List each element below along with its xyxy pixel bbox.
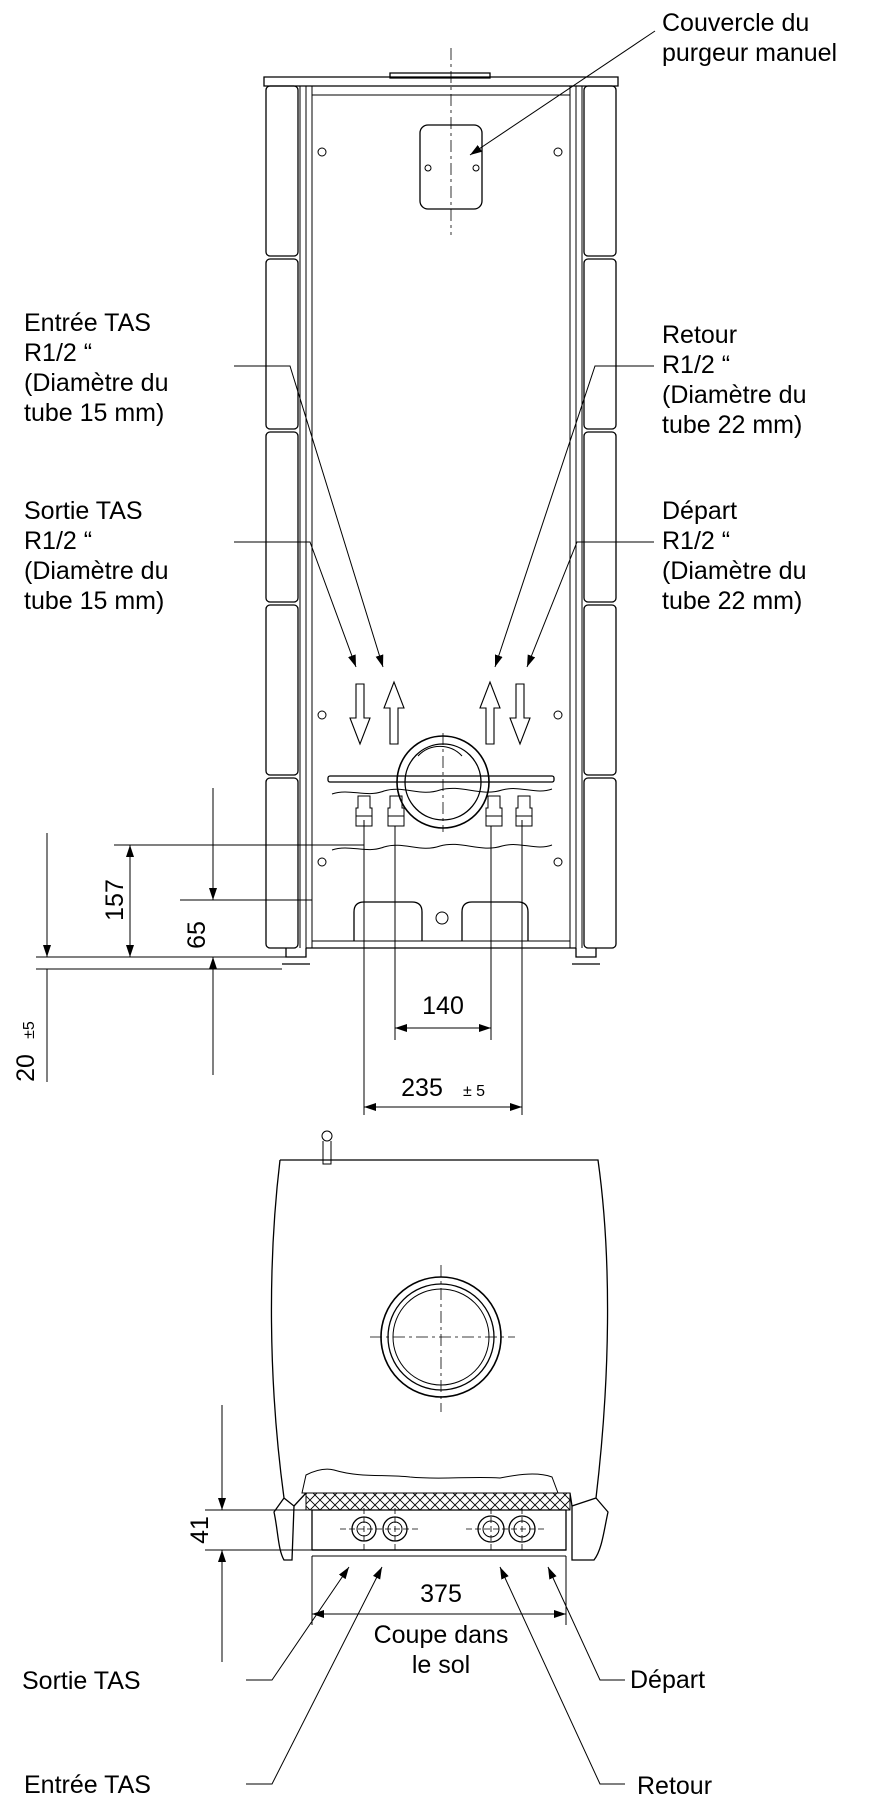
central-pipe: [395, 733, 492, 832]
front-dimension-text: 157 65 20 ±5 140 235 ± 5: [12, 879, 485, 1102]
dim-65: 65: [183, 921, 211, 949]
label-section-flow: Départ: [630, 1666, 706, 1694]
mounting-bracket: [328, 776, 554, 850]
front-leaders: [234, 31, 655, 668]
side-rails: [300, 86, 582, 948]
housing-right: [280, 1160, 608, 1560]
label-tas-outlet: Sortie TAS R1/2 “ (Diamètre du tube 15 m…: [24, 497, 169, 615]
dim-20: 20: [12, 1054, 40, 1082]
label-section-tas-outlet: Sortie TAS: [22, 1667, 141, 1695]
top-handle: [322, 1131, 332, 1164]
right-insulation-column: [584, 86, 616, 948]
vent-cover: [420, 48, 482, 235]
top-plate: [264, 77, 618, 86]
screws: [318, 148, 562, 866]
front-view: [264, 48, 618, 964]
up-arrow-icon: [480, 682, 500, 744]
label-flow: Départ R1/2 “ (Diamètre du tube 22 mm): [662, 497, 807, 615]
label-vent-cover: Couvercle du purgeur manuel: [662, 9, 838, 67]
front-dimensions: [36, 788, 522, 1115]
top-cap: [390, 73, 490, 78]
dim-20-tolerance: ±5: [21, 1021, 38, 1039]
dim-157: 157: [101, 879, 129, 921]
feet: [282, 948, 600, 964]
label-tas-inlet: Entrée TAS R1/2 “ (Diamètre du tube 15 m…: [24, 309, 169, 427]
section-view: [271, 1131, 608, 1560]
label-section-return: Retour: [637, 1772, 713, 1800]
section-leaders: [205, 1405, 625, 1785]
label-section-tas-inlet: Entrée TAS: [24, 1771, 151, 1799]
down-arrow-icon: [350, 684, 370, 744]
down-arrow-icon: [510, 684, 530, 744]
pipe-connections: [356, 796, 532, 826]
housing-left: [271, 1160, 294, 1560]
flow-arrows: [350, 682, 530, 744]
floor-pipes: [340, 1508, 546, 1552]
up-arrow-icon: [384, 682, 404, 744]
floor-cut: [294, 1469, 572, 1556]
section-dimension-text: 41 375: [186, 1516, 462, 1608]
dim-235: 235: [401, 1074, 443, 1102]
dim-140: 140: [422, 992, 464, 1020]
dim-375: 375: [420, 1580, 462, 1608]
left-insulation-column: [266, 86, 298, 948]
label-return: Retour R1/2 “ (Diamètre du tube 22 mm): [662, 321, 807, 439]
dim-235-tolerance: ± 5: [463, 1083, 485, 1100]
section-pipe: [370, 1265, 515, 1412]
caption-floor-section: Coupe dans le sol: [373, 1621, 509, 1679]
base-cutouts: [354, 902, 528, 941]
dim-41: 41: [186, 1516, 214, 1544]
